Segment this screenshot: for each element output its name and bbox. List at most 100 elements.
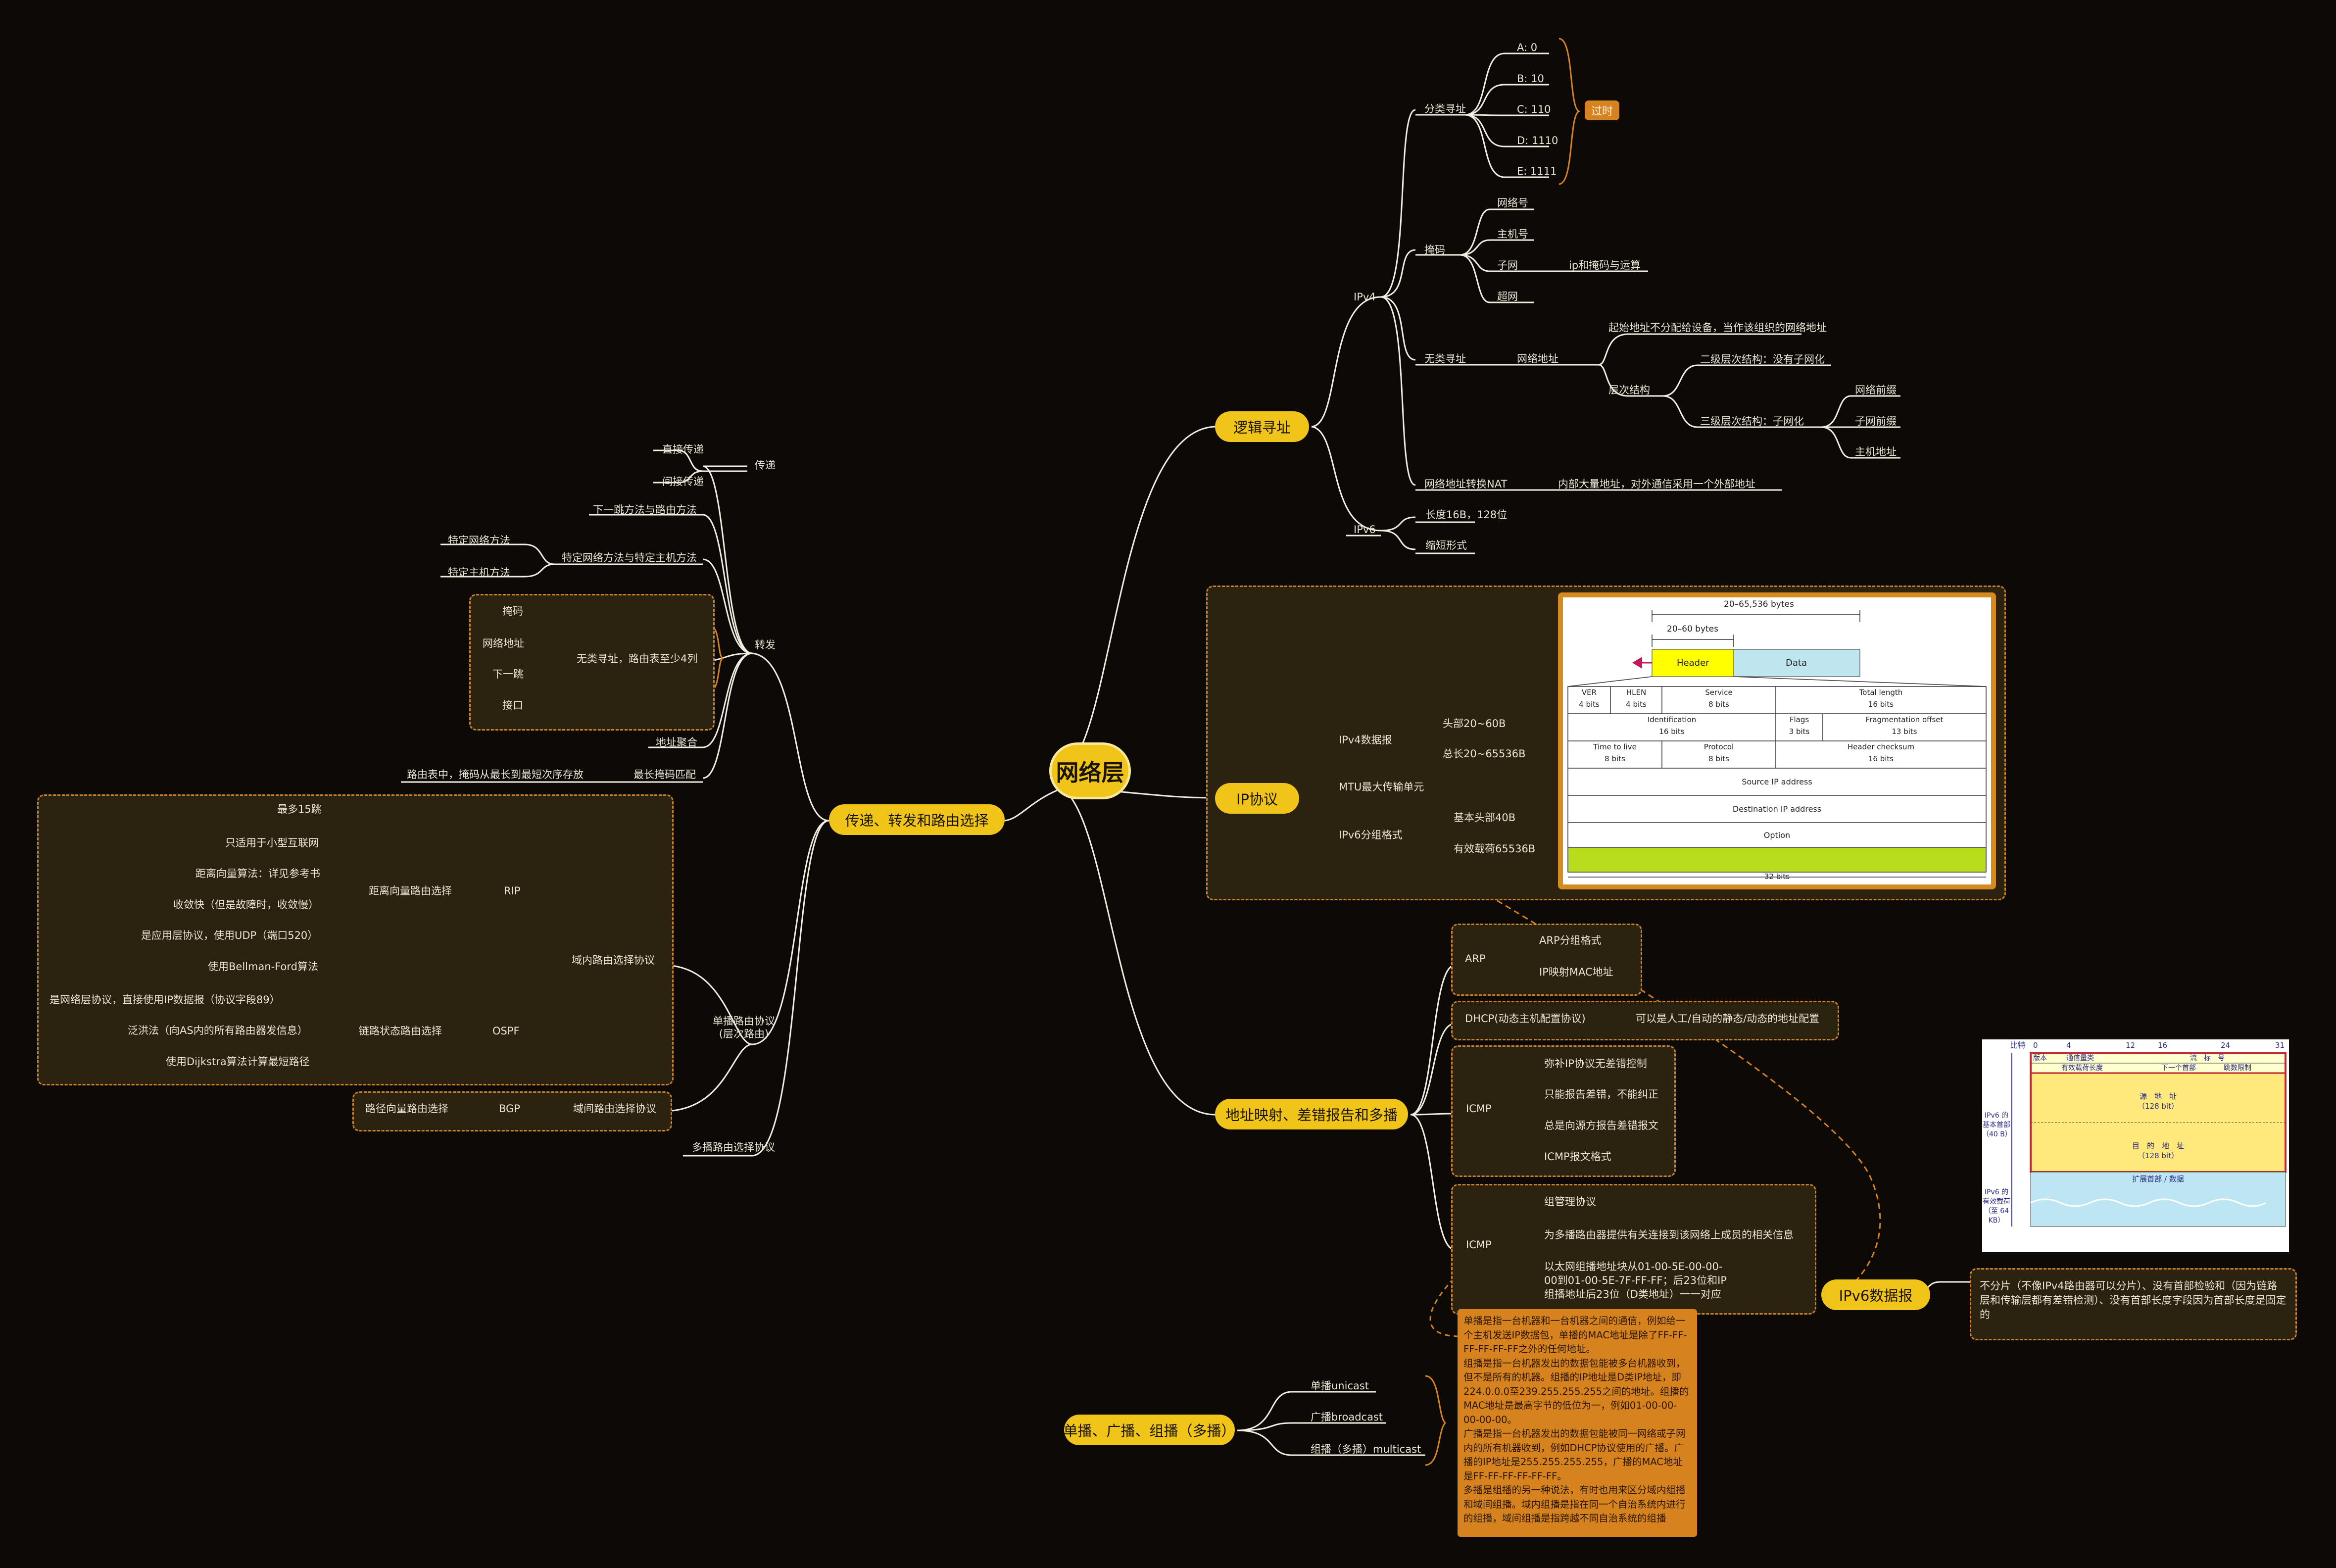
ospf-node[interactable]: OSPF — [492, 1025, 520, 1037]
nat-note[interactable]: 内部大量地址，对外通信采用一个外部地址 — [1558, 478, 1755, 490]
unicast-node[interactable]: 单播unicast — [1311, 1380, 1369, 1392]
ipv6-base-header[interactable]: 基本头部40B — [1454, 812, 1516, 824]
central-topic[interactable]: 网络层 — [1049, 742, 1131, 799]
ospf-flooding[interactable]: 泛洪法（向AS内的所有路由器发信息） — [128, 1025, 308, 1036]
casting-note[interactable]: 单播是指一台机器和一台机器之间的通信，例如给一个主机发送IP数据包，单播的MAC… — [1458, 1309, 1697, 1537]
netaddr-node[interactable]: 网络地址 — [1517, 353, 1558, 365]
branch-ip-protocol[interactable]: IP协议 — [1215, 783, 1299, 814]
subnet-prefix[interactable]: 子网前缀 — [1855, 415, 1897, 427]
class-c[interactable]: C: 110 — [1517, 103, 1551, 115]
rip-max-hops[interactable]: 最多15跳 — [277, 803, 322, 815]
multicast-node[interactable]: 组播（多播）multicast — [1311, 1443, 1421, 1455]
host-address[interactable]: 主机地址 — [1855, 446, 1897, 458]
ipv4-node[interactable]: IPv4 — [1354, 291, 1376, 303]
direct-deliver[interactable]: 直接传递 — [662, 443, 704, 455]
mask-node[interactable]: 掩码 — [1424, 244, 1445, 256]
rip-convergence[interactable]: 收敛快（但是故障时，收敛慢） — [173, 899, 319, 911]
icmp-report-source[interactable]: 总是向源方报告差错报文 — [1544, 1120, 1658, 1131]
classless-routing-node[interactable]: 无类寻址，路由表至少4列 — [577, 653, 698, 665]
ipv6-fig-payload-len: 有效载荷长度 — [2061, 1064, 2103, 1072]
icmp2-node[interactable]: ICMP — [1466, 1239, 1492, 1251]
ipv4-datagram[interactable]: IPv4数据报 — [1339, 734, 1392, 746]
longest-match-note[interactable]: 路由表中，掩码从最长到最短次序存放 — [407, 769, 584, 781]
icmp-compensate[interactable]: 弥补IP协议无差错控制 — [1544, 1058, 1647, 1070]
ipv6-short[interactable]: 缩短形式 — [1425, 539, 1467, 551]
mask-host[interactable]: 主机号 — [1497, 228, 1528, 240]
ipv6-length[interactable]: 长度16B，128位 — [1425, 509, 1508, 521]
branch-address-mapping[interactable]: 地址映射、差错报告和多播 — [1215, 1099, 1408, 1129]
class-b[interactable]: B: 10 — [1517, 73, 1544, 85]
ipv6-format[interactable]: IPv6分组格式 — [1339, 829, 1403, 841]
dv-node[interactable]: 距离向量路由选择 — [369, 885, 452, 897]
ospf-ip[interactable]: 是网络层协议，直接使用IP数据报（协议字段89） — [49, 994, 280, 1006]
routing-mask[interactable]: 掩码 — [502, 605, 523, 617]
longest-match-node[interactable]: 最长掩码匹配 — [633, 769, 696, 781]
routing-interface[interactable]: 接口 — [502, 699, 523, 711]
multicast-routing-node[interactable]: 多播路由选择协议 — [692, 1141, 775, 1153]
subnet-note[interactable]: ip和掩码与运算 — [1569, 259, 1641, 271]
aggregate-node[interactable]: 地址聚合 — [656, 736, 697, 748]
mask-supernet[interactable]: 超网 — [1497, 291, 1518, 302]
rip-small-net[interactable]: 只适用于小型互联网 — [225, 837, 319, 849]
arp-node[interactable]: ARP — [1465, 953, 1486, 965]
routing-netaddr[interactable]: 网络地址 — [483, 637, 524, 649]
classful-node[interactable]: 分类寻址 — [1424, 103, 1466, 115]
branch-logic-addressing[interactable]: 逻辑寻址 — [1215, 411, 1309, 442]
network-prefix[interactable]: 网络前缀 — [1855, 384, 1897, 396]
arp-mapping[interactable]: IP映射MAC地址 — [1539, 966, 1613, 978]
three-level-node[interactable]: 三级层次结构：子网化 — [1700, 415, 1804, 427]
specific-node[interactable]: 特定网络方法与特定主机方法 — [562, 552, 697, 564]
header-size[interactable]: 头部20~60B — [1443, 718, 1506, 730]
specific-network[interactable]: 特定网络方法 — [448, 535, 510, 546]
branch-ipv6-packet[interactable]: IPv6数据报 — [1821, 1279, 1930, 1310]
intra-domain-node[interactable]: 域内路由选择协议 — [572, 954, 655, 966]
icmp-format[interactable]: ICMP报文格式 — [1544, 1151, 1611, 1163]
ipv6-header-diagram — [2011, 1052, 2287, 1227]
pv-node[interactable]: 路径向量路由选择 — [365, 1103, 448, 1115]
arp-format[interactable]: ARP分组格式 — [1539, 934, 1602, 946]
rip-bellman-ford[interactable]: 使用Bellman-Ford算法 — [208, 961, 318, 973]
group-mgmt[interactable]: 组管理协议 — [1544, 1196, 1596, 1208]
multicast-info[interactable]: 为多播路由器提供有关连接到该网络上成员的相关信息 — [1544, 1229, 1794, 1241]
broadcast-node[interactable]: 广播broadcast — [1311, 1411, 1383, 1423]
fig-data: Data — [1786, 658, 1807, 668]
ospf-dijkstra[interactable]: 使用Dijkstra算法计算最短路径 — [166, 1056, 310, 1068]
ethernet-multicast[interactable]: 以太网组播地址块从01-00-5E-00-00-00到01-00-5E-7F-F… — [1544, 1261, 1727, 1300]
mtu-node[interactable]: MTU最大传输单元 — [1339, 781, 1424, 793]
hierarchy-node[interactable]: 层次结构 — [1608, 384, 1650, 396]
ipv6-node[interactable]: IPv6 — [1354, 524, 1376, 536]
inter-domain-node[interactable]: 域间路由选择协议 — [573, 1103, 656, 1115]
branch-forwarding[interactable]: 传递、转发和路由选择 — [829, 804, 1005, 835]
ipv6-payload[interactable]: 有效载荷65536B — [1454, 843, 1536, 855]
next-hop-node[interactable]: 下一跳方法与路由方法 — [593, 504, 697, 516]
bgp-node[interactable]: BGP — [499, 1103, 520, 1115]
deliver-node[interactable]: 传递 — [755, 459, 776, 471]
nat-node[interactable]: 网络地址转换NAT — [1424, 478, 1508, 490]
icmp-node[interactable]: ICMP — [1466, 1103, 1492, 1115]
mask-subnet[interactable]: 子网 — [1497, 259, 1518, 271]
mask-network[interactable]: 网络号 — [1497, 197, 1528, 209]
dhcp-note[interactable]: 可以是人工/自动的静态/动态的地址配置 — [1636, 1013, 1820, 1025]
obsolete-tag[interactable]: 过时 — [1585, 100, 1619, 120]
two-level-node[interactable]: 二级层次结构：没有子网化 — [1700, 353, 1825, 365]
class-a[interactable]: A: 0 — [1517, 42, 1538, 53]
indirect-deliver[interactable]: 间接传递 — [662, 476, 704, 488]
class-e[interactable]: E: 1111 — [1517, 165, 1557, 177]
rip-udp[interactable]: 是应用层协议，使用UDP（端口520） — [141, 930, 318, 941]
forwarding-node[interactable]: 转发 — [755, 639, 776, 651]
unicast-routing-node[interactable]: 单播路由协议 (层次路由) — [713, 1015, 775, 1040]
specific-host[interactable]: 特定主机方法 — [448, 567, 510, 579]
class-d[interactable]: D: 1110 — [1517, 135, 1558, 147]
ipv6-note[interactable]: 不分片（不像IPv4路由器可以分片）、没有首部检验和（因为链路层和传输层都有差错… — [1980, 1280, 2287, 1321]
rip-dv-algo[interactable]: 距离向量算法：详见参考书 — [195, 868, 320, 880]
total-size[interactable]: 总长20~65536B — [1443, 748, 1526, 760]
branch-casting[interactable]: 单播、广播、组播（多播） — [1064, 1415, 1236, 1445]
ipv6-fig-payload-label: IPv6 的 有效载荷 （至 64 KB） — [1983, 1188, 2010, 1225]
dhcp-node[interactable]: DHCP(动态主机配置协议) — [1465, 1013, 1586, 1025]
rip-node[interactable]: RIP — [504, 885, 521, 897]
ls-node[interactable]: 链路状态路由选择 — [359, 1025, 442, 1037]
netaddr-note[interactable]: 起始地址不分配给设备，当作该组织的网络地址 — [1608, 322, 1827, 334]
routing-next-hop[interactable]: 下一跳 — [492, 668, 524, 680]
icmp-report-only[interactable]: 只能报告差错，不能纠正 — [1544, 1088, 1658, 1100]
classless-node[interactable]: 无类寻址 — [1424, 353, 1466, 365]
